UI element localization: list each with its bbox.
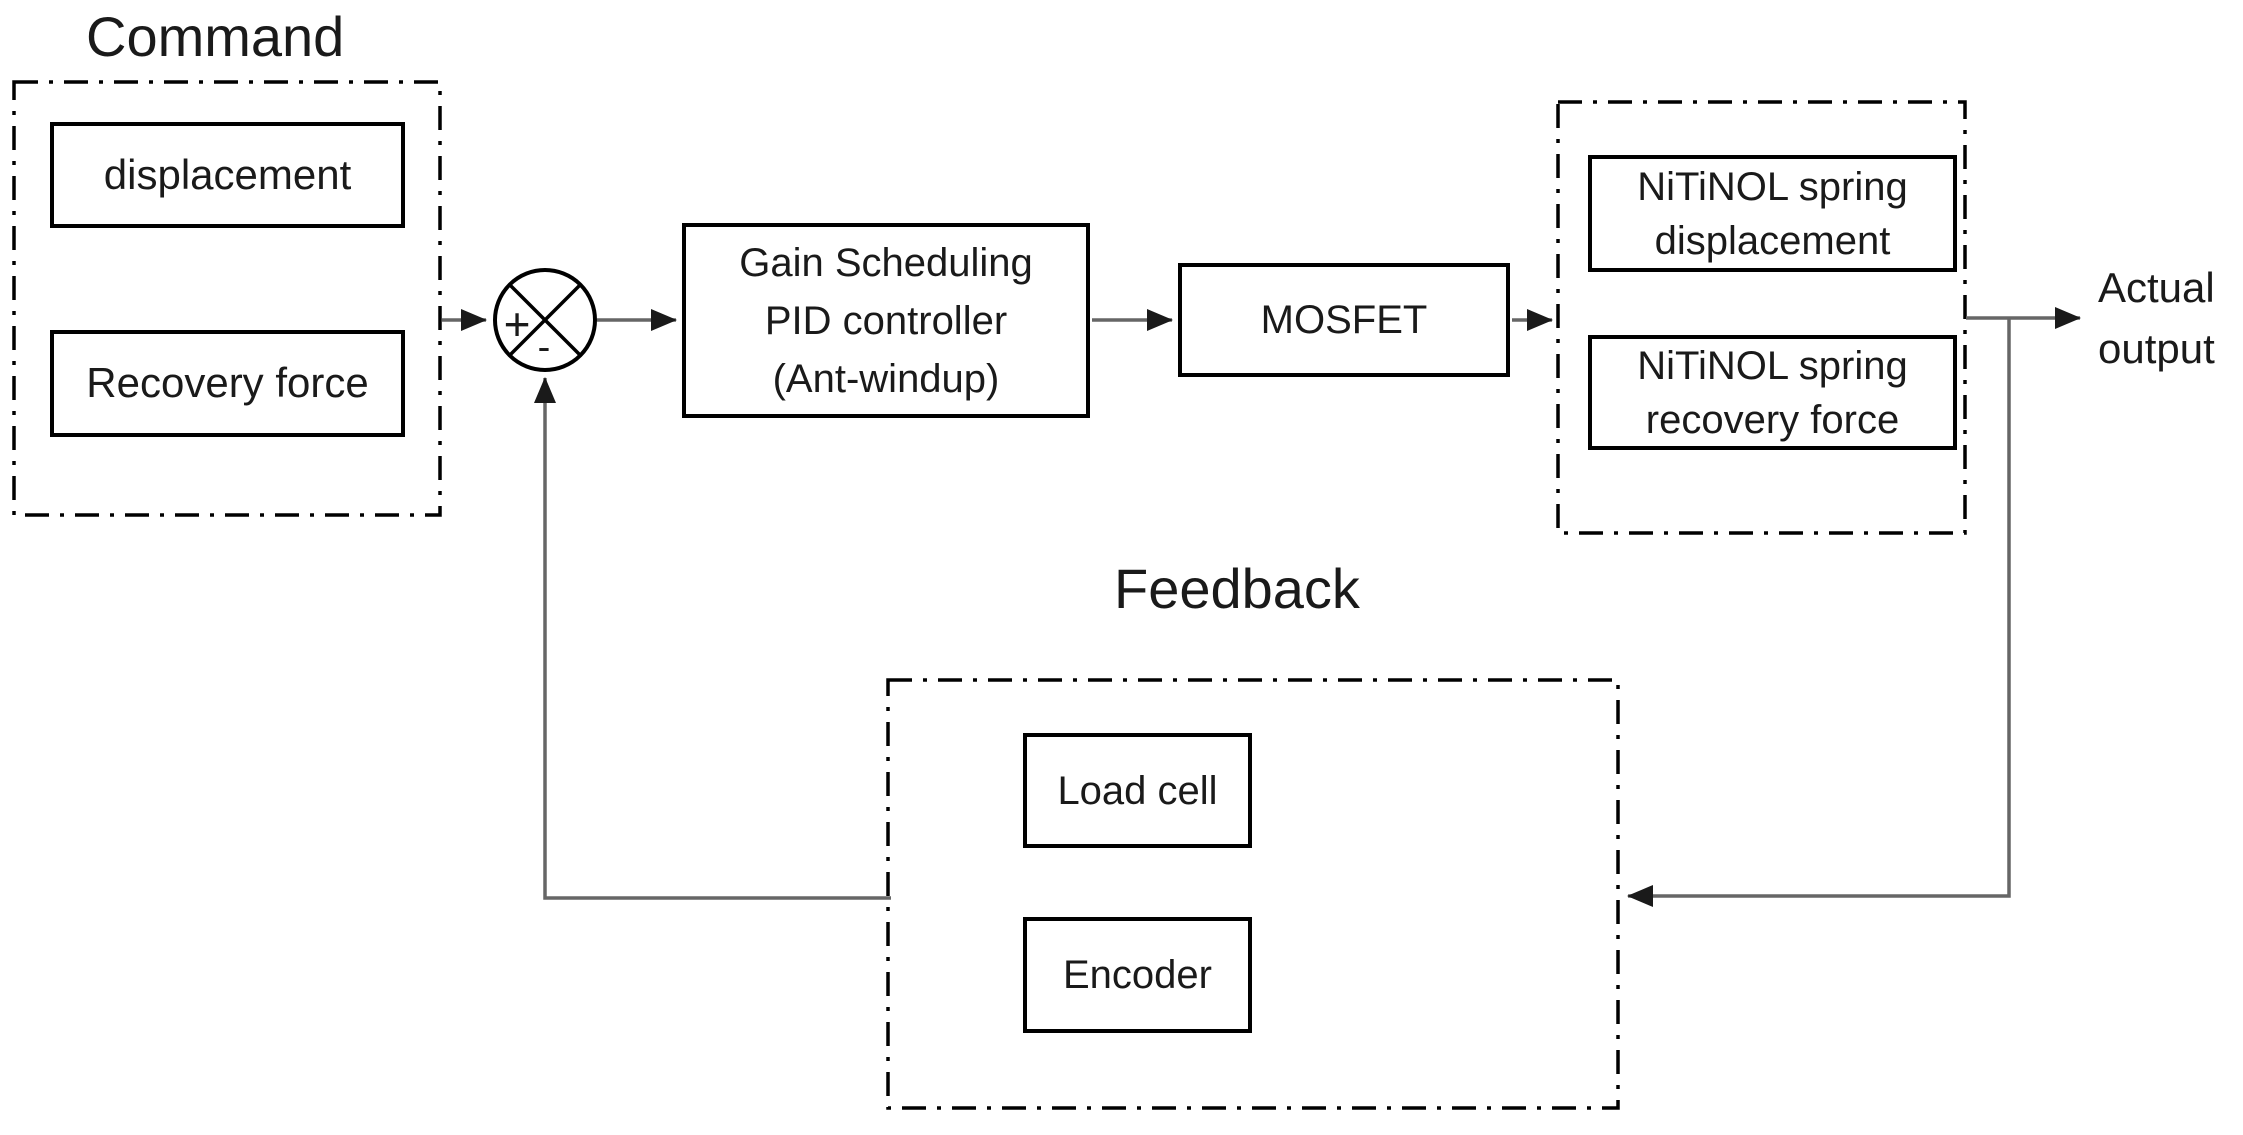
recovery-force-command-box: Recovery force (50, 330, 405, 437)
summing-junction-cross-line (508, 283, 582, 357)
command-group-title: Command (86, 5, 345, 68)
actual-output-line2: output (2098, 324, 2215, 372)
encoder-box: Encoder (1023, 917, 1252, 1033)
feedback-group-title: Feedback (1114, 557, 1360, 620)
actual-output-line1: Actual (2098, 264, 2215, 311)
nitinol-group-frame (1556, 100, 1967, 535)
load-cell-box: Load cell (1023, 733, 1252, 848)
nitinol-spring-displacement-box: NiTiNOL spring displacement (1588, 155, 1957, 272)
displacement-command-box: displacement (50, 122, 405, 228)
nitinol-spring-recovery-force-box: NiTiNOL spring recovery force (1588, 335, 1957, 450)
pid-controller-line2: PID controller (764, 298, 1008, 343)
mosfet-box: MOSFET (1178, 263, 1510, 377)
feedback-group-frame (886, 678, 1620, 1110)
summing-minus-sign: - (537, 326, 551, 369)
pid-controller-line1: Gain Scheduling (739, 240, 1033, 285)
pid-controller-line3: (Ant-windup) (772, 356, 1000, 401)
summing-plus-sign: + (503, 298, 531, 350)
pid-controller-box: Gain Scheduling PID controller (Ant-wind… (682, 223, 1090, 418)
feedback-to-summing-arrow (534, 377, 891, 900)
command-group-frame (12, 80, 442, 517)
output-to-feedback-arrow (1627, 318, 2011, 907)
actual-output-label: Actual output (2098, 258, 2215, 380)
